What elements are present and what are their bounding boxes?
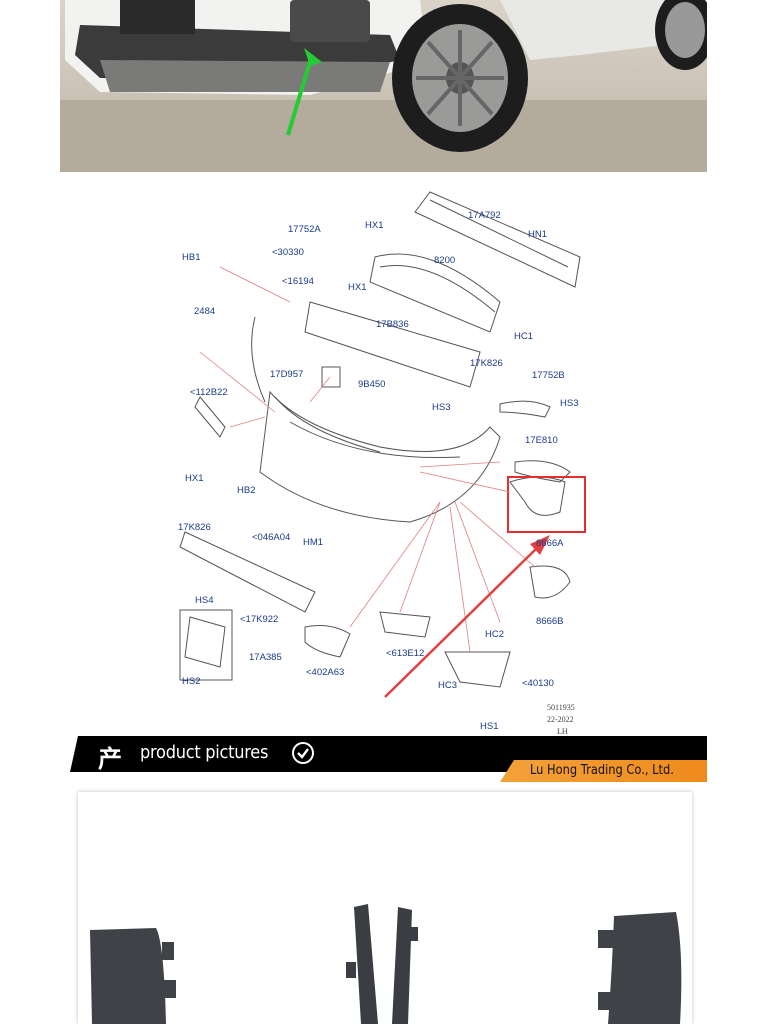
part-label: 17752A — [288, 224, 321, 235]
part-label: HB2 — [237, 485, 256, 496]
part-label: <30330 — [272, 247, 304, 258]
part-label: <046A04 — [252, 532, 291, 543]
part-label: HN1 — [528, 229, 548, 240]
product-pictures-panel — [78, 792, 692, 1024]
part-label: HM1 — [303, 537, 324, 548]
part-label: HS4 — [195, 595, 214, 606]
part-label: 9B450 — [358, 379, 386, 390]
part-label: 17A385 — [249, 652, 282, 663]
part-label: 17K826 — [178, 522, 211, 533]
part-label: 17A792 — [468, 210, 501, 221]
part-label: 17E810 — [525, 435, 558, 446]
drawing-number: 5011935 — [547, 703, 575, 712]
part-label: HS2 — [182, 676, 201, 687]
banner-title: product pictures — [140, 742, 269, 763]
part-label: HX1 — [185, 473, 204, 484]
part-label: 8666B — [536, 616, 564, 627]
part-label: 17752B — [532, 370, 565, 381]
part-label: 2484 — [194, 306, 216, 317]
part-label: HC2 — [485, 629, 505, 640]
part-label: 8666A — [536, 538, 564, 549]
part-label: HS3 — [432, 402, 451, 413]
part-label: <16194 — [282, 276, 314, 287]
bumper-exploded-view — [179, 191, 586, 698]
product-part-middle — [346, 904, 418, 1024]
part-label: 17K826 — [470, 358, 503, 369]
parts-diagram: 17752A <30330 HB1 HX1 17A792 HN1 8200 <1… — [60, 172, 707, 737]
vehicle-photo — [60, 0, 707, 172]
part-label: HX1 — [365, 220, 384, 231]
part-label: HB1 — [182, 252, 201, 263]
part-label: HS3 — [560, 398, 579, 409]
drawing-side: LH — [557, 727, 568, 736]
part-label: 17D957 — [270, 369, 304, 380]
product-photos — [90, 904, 682, 1024]
banner-accent — [500, 760, 707, 782]
vehicle-illustration — [60, 0, 707, 172]
product-part-right — [598, 912, 682, 1024]
check-circle-icon — [292, 742, 314, 764]
part-label: HX1 — [348, 282, 367, 293]
part-label: <112B22 — [190, 387, 228, 398]
drawing-date: 22-2022 — [547, 715, 574, 724]
part-label: <17K922 — [240, 614, 279, 625]
company-name: Lu Hong Trading Co., Ltd. — [530, 763, 674, 778]
part-label: <613E12 — [386, 648, 425, 659]
banner-glyph: 产 — [98, 745, 122, 773]
part-label: <402A63 — [306, 667, 345, 678]
section-banner: 产 product pictures Lu Hong Trading Co., … — [70, 736, 707, 782]
part-label: HS1 — [480, 721, 499, 732]
part-label: 17B836 — [376, 319, 409, 330]
part-label: <40130 — [522, 678, 554, 689]
product-part-left — [90, 928, 176, 1024]
part-label: HC1 — [514, 331, 534, 342]
part-label: 8200 — [434, 255, 456, 266]
part-label: HC3 — [438, 680, 458, 691]
